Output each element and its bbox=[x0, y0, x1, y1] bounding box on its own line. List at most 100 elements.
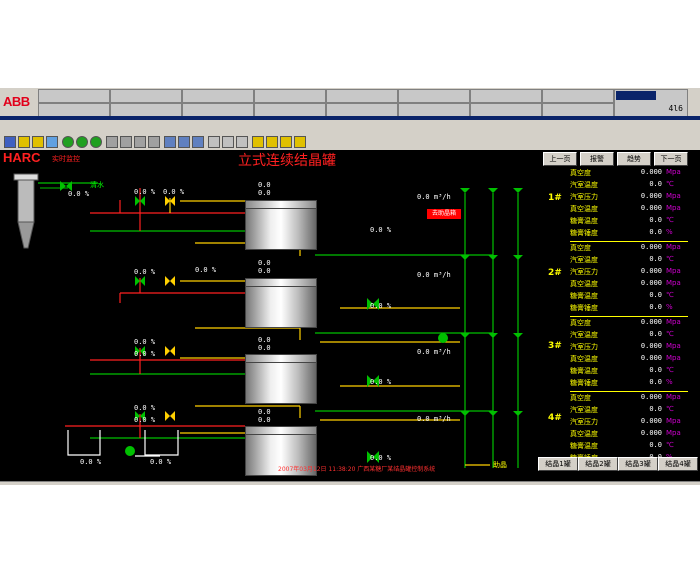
param-value: 0.000 bbox=[640, 204, 662, 212]
alarm-slot-11[interactable] bbox=[254, 103, 326, 117]
brand-logo: HARC bbox=[3, 150, 41, 165]
alarm-slot-13[interactable] bbox=[398, 103, 470, 117]
toolbar-icon-14[interactable] bbox=[192, 136, 204, 148]
alarm-slot-5[interactable] bbox=[398, 89, 470, 103]
red-tag[interactable]: 去助晶箱 bbox=[427, 209, 461, 219]
footer-text: 2007年03月12日 11:38:20 广西某糖厂某结晶罐控制系统 bbox=[278, 466, 436, 473]
crystallizer-4[interactable] bbox=[245, 434, 317, 476]
crystallizer-2-button[interactable]: 结晶2罐 bbox=[578, 457, 618, 471]
toolbar-icon-9[interactable] bbox=[120, 136, 132, 148]
param-value: 0.0 bbox=[649, 228, 662, 236]
toolbar-icon-8[interactable] bbox=[106, 136, 118, 148]
output-label: 助晶 bbox=[493, 461, 507, 469]
param-name: 糖膏温度 bbox=[570, 292, 598, 300]
alarm-slot-8[interactable] bbox=[38, 103, 110, 117]
trend-button[interactable]: 趋势 bbox=[617, 152, 651, 166]
alarm-slot-6[interactable] bbox=[470, 89, 542, 103]
toolbar-icon-21[interactable] bbox=[294, 136, 306, 148]
flow2-value: 0.0 m³/h bbox=[417, 271, 451, 279]
param-name: 糖膏锤度 bbox=[570, 229, 598, 237]
param-value: 0.000 bbox=[640, 243, 662, 251]
param-name: 真空度 bbox=[570, 319, 591, 327]
alarm-slot-3[interactable] bbox=[254, 89, 326, 103]
warning-icon[interactable] bbox=[32, 136, 44, 148]
param-unit: % bbox=[666, 303, 673, 311]
toolbar-icon-11[interactable] bbox=[148, 136, 160, 148]
alarm-slot-14[interactable] bbox=[470, 103, 542, 117]
alarm-slot-1[interactable] bbox=[110, 89, 182, 103]
toolbar-icon-2[interactable] bbox=[18, 136, 30, 148]
param-unit: Mpa bbox=[666, 342, 681, 350]
crystallizer-2[interactable] bbox=[245, 286, 317, 328]
crystallizer-1[interactable] bbox=[245, 208, 317, 250]
toolbar-icon-4[interactable] bbox=[46, 136, 58, 148]
param-name: 糖膏温度 bbox=[570, 442, 598, 450]
run-icon-3[interactable] bbox=[90, 136, 102, 148]
toolbar-icon-18[interactable] bbox=[252, 136, 264, 148]
status-panel: 4l6 bbox=[614, 89, 688, 117]
prev-page-button[interactable]: 上一页 bbox=[543, 152, 577, 166]
title-strip bbox=[0, 116, 700, 120]
group-1-label: 1# bbox=[548, 193, 562, 203]
alarm-slot-7[interactable] bbox=[542, 89, 614, 103]
param-unit: Mpa bbox=[666, 267, 681, 275]
crystallizer-1-button[interactable]: 结晶1罐 bbox=[538, 457, 578, 471]
toolbar-icon-15[interactable] bbox=[208, 136, 220, 148]
param-unit: Mpa bbox=[666, 417, 681, 425]
param-name: 真空度 bbox=[570, 244, 591, 252]
panel-divider bbox=[570, 391, 688, 392]
toolbar bbox=[0, 134, 700, 150]
toolbar-icon-17[interactable] bbox=[236, 136, 248, 148]
run-icon[interactable] bbox=[62, 136, 74, 148]
param-unit: Mpa bbox=[666, 354, 681, 362]
alarm-slot-12[interactable] bbox=[326, 103, 398, 117]
toolbar-icon-20[interactable] bbox=[280, 136, 292, 148]
group-3-label: 3# bbox=[548, 341, 562, 351]
brand-subtitle: 实时监控 bbox=[52, 155, 80, 163]
alarm-button[interactable]: 报警 bbox=[580, 152, 614, 166]
param-name: 真空温度 bbox=[570, 280, 598, 288]
param-name: 汽室温度 bbox=[570, 181, 598, 189]
toolbar-icon-16[interactable] bbox=[222, 136, 234, 148]
toolbar-icon-13[interactable] bbox=[178, 136, 190, 148]
flow3-value: 0.0 m³/h bbox=[417, 348, 451, 356]
pump bbox=[125, 446, 135, 456]
param-value: 0.0 bbox=[649, 303, 662, 311]
valve-r1-value: 0.0 % bbox=[370, 226, 392, 234]
crystallizer-3[interactable] bbox=[245, 362, 317, 404]
alarm-slot-4[interactable] bbox=[326, 89, 398, 103]
alarm-slot-9[interactable] bbox=[110, 103, 182, 117]
param-value: 0.0 bbox=[649, 366, 662, 374]
alarm-slot-15[interactable] bbox=[542, 103, 614, 117]
valve-3b-value: 0.0 % bbox=[134, 350, 156, 358]
alarm-summary-box[interactable] bbox=[38, 89, 110, 103]
toolbar-icon-10[interactable] bbox=[134, 136, 146, 148]
toolbar-icon-12[interactable] bbox=[164, 136, 176, 148]
param-value: 0.000 bbox=[640, 279, 662, 287]
status-indicator bbox=[616, 91, 656, 100]
alarm-slot-10[interactable] bbox=[182, 103, 254, 117]
param-name: 汽室温度 bbox=[570, 331, 598, 339]
param-unit: Mpa bbox=[666, 393, 681, 401]
water-flow-value: 0.0 % bbox=[68, 190, 90, 198]
param-value: 0.0 bbox=[649, 378, 662, 386]
toolbar-icon-1[interactable] bbox=[4, 136, 16, 148]
seed-tank bbox=[17, 175, 35, 223]
valve-r4-value: 0.0 % bbox=[370, 454, 392, 462]
tank2-value-b: 0.0 bbox=[258, 267, 271, 275]
crystallizer-4-button[interactable]: 结晶4罐 bbox=[658, 457, 698, 471]
param-name: 汽室温度 bbox=[570, 256, 598, 264]
next-page-button[interactable]: 下一页 bbox=[654, 152, 688, 166]
param-name: 真空度 bbox=[570, 169, 591, 177]
run-icon-2[interactable] bbox=[76, 136, 88, 148]
crystallizer-3-button[interactable]: 结晶3罐 bbox=[618, 457, 658, 471]
toolbar-icon-19[interactable] bbox=[266, 136, 278, 148]
param-unit: ℃ bbox=[666, 330, 674, 338]
seed-tank-cone bbox=[17, 221, 35, 249]
alarm-slot-2[interactable] bbox=[182, 89, 254, 103]
param-unit: Mpa bbox=[666, 192, 681, 200]
